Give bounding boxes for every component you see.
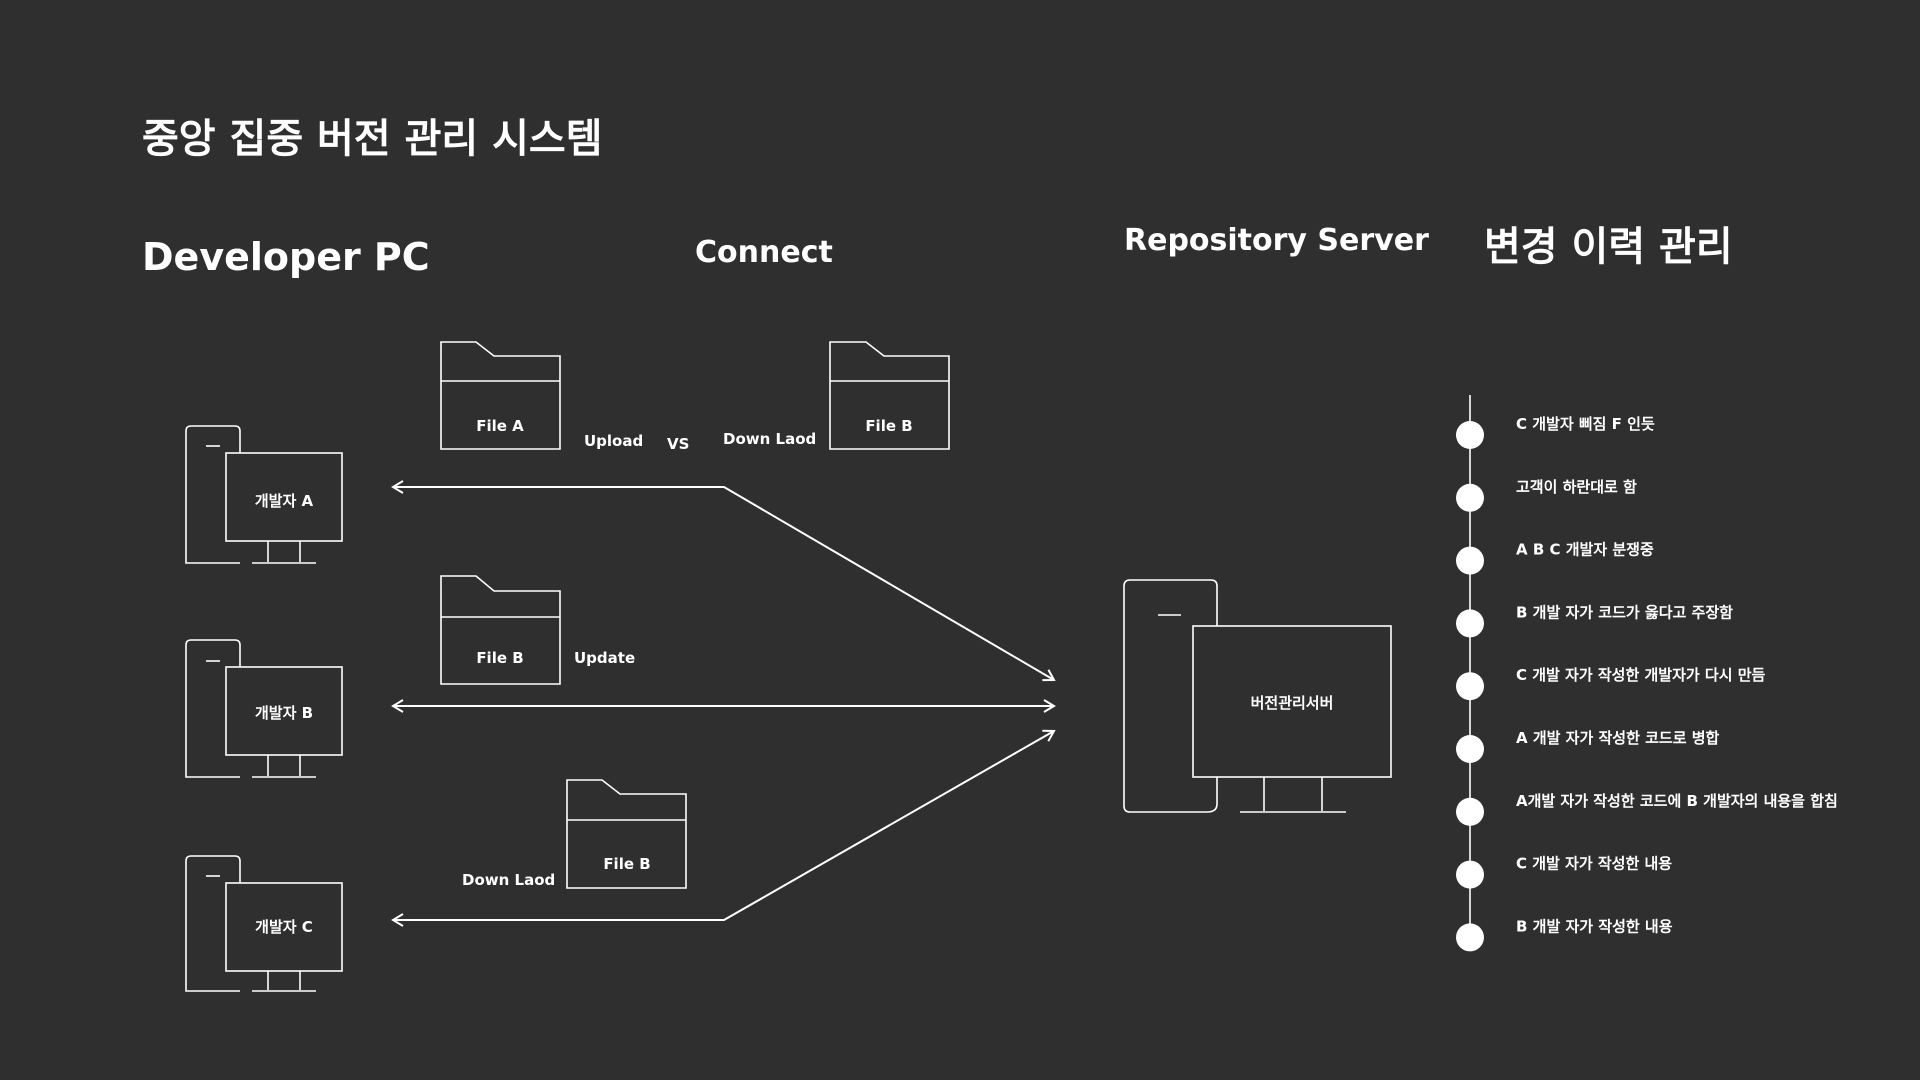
heading-developer-pc: Developer PC [142, 235, 430, 279]
timeline-label: C 개발 자가 작성한 개발자가 다시 만듬 [1516, 666, 1766, 684]
label-update: Update [574, 649, 635, 667]
timeline-dot [1456, 735, 1484, 763]
computer-icon [185, 425, 343, 564]
developer-pc-b: 개발자 B [185, 639, 343, 778]
timeline-dot [1456, 860, 1484, 889]
timeline-item: C 개발자 삐짐 F 인듯 [1456, 415, 1655, 449]
arrow-upload-download [391, 480, 1056, 682]
folder-label: File B [603, 855, 650, 873]
page-title: 중앙 집중 버전 관리 시스템 [142, 116, 603, 162]
timeline-item: B 개발 자가 코드가 옳다고 주장함 [1456, 603, 1733, 638]
timeline-label: A 개발 자가 작성한 코드로 병합 [1516, 729, 1720, 747]
label-upload: Upload [584, 432, 643, 450]
arrow-download-bottom [391, 729, 1056, 927]
folder-file-b-top: File B [829, 341, 950, 450]
timeline-label: A B C 개발자 분쟁중 [1516, 541, 1654, 559]
developer-pc-c: 개발자 C [185, 855, 343, 992]
folder-label: File A [476, 417, 524, 435]
computer-icon [1123, 579, 1392, 813]
label-download-bottom: Down Laod [462, 871, 555, 889]
folder-label: File B [865, 417, 912, 435]
timeline-item: B 개발 자가 작성한 내용 [1456, 917, 1673, 952]
folder-icon [440, 341, 561, 450]
timeline-dot [1456, 483, 1484, 512]
timeline-item: A 개발 자가 작성한 코드로 병합 [1456, 729, 1720, 763]
timeline-dot [1456, 609, 1484, 638]
label-vs: VS [667, 435, 689, 453]
timeline-label: 고객이 하란대로 함 [1516, 478, 1637, 496]
label-download-top: Down Laod [723, 430, 816, 448]
heading-history: 변경 이력 관리 [1484, 224, 1733, 270]
developer-label: 개발자 C [255, 918, 313, 936]
timeline-item: C 개발 자가 작성한 내용 [1456, 855, 1672, 889]
folder-file-b-middle: File B [440, 575, 561, 685]
timeline-item: 고객이 하란대로 함 [1456, 478, 1637, 512]
computer-icon [185, 855, 343, 992]
timeline-label: B 개발 자가 코드가 옳다고 주장함 [1516, 603, 1733, 621]
folder-icon [829, 341, 950, 450]
timeline-dot [1456, 546, 1484, 575]
developer-label: 개발자 B [255, 704, 313, 722]
folder-icon [440, 575, 561, 685]
timeline-label: C 개발 자가 작성한 내용 [1516, 855, 1672, 873]
developer-label: 개발자 A [255, 492, 314, 510]
timeline-dot [1456, 797, 1484, 826]
developer-pc-a: 개발자 A [185, 425, 343, 564]
heading-repository-server: Repository Server [1124, 223, 1429, 258]
timeline-label: B 개발 자가 작성한 내용 [1516, 917, 1673, 935]
timeline-item: A개발 자가 작성한 코드에 B 개발자의 내용을 합침 [1456, 792, 1838, 826]
heading-connect: Connect [695, 235, 833, 270]
folder-label: File B [476, 649, 523, 667]
timeline-item: C 개발 자가 작성한 개발자가 다시 만듬 [1456, 666, 1766, 701]
timeline-dot [1456, 923, 1484, 952]
folder-file-a: File A [440, 341, 561, 450]
timeline-label: C 개발자 삐짐 F 인듯 [1516, 415, 1655, 433]
server-label: 버전관리서버 [1251, 694, 1334, 712]
computer-icon [185, 639, 343, 778]
timeline-item: A B C 개발자 분쟁중 [1456, 541, 1654, 575]
timeline-label: A개발 자가 작성한 코드에 B 개발자의 내용을 합침 [1516, 792, 1838, 810]
timeline-dot [1456, 421, 1484, 449]
timeline-dot [1456, 672, 1484, 701]
folder-file-b-bottom: File B [566, 779, 687, 889]
repository-server: 버전관리서버 [1123, 579, 1392, 813]
